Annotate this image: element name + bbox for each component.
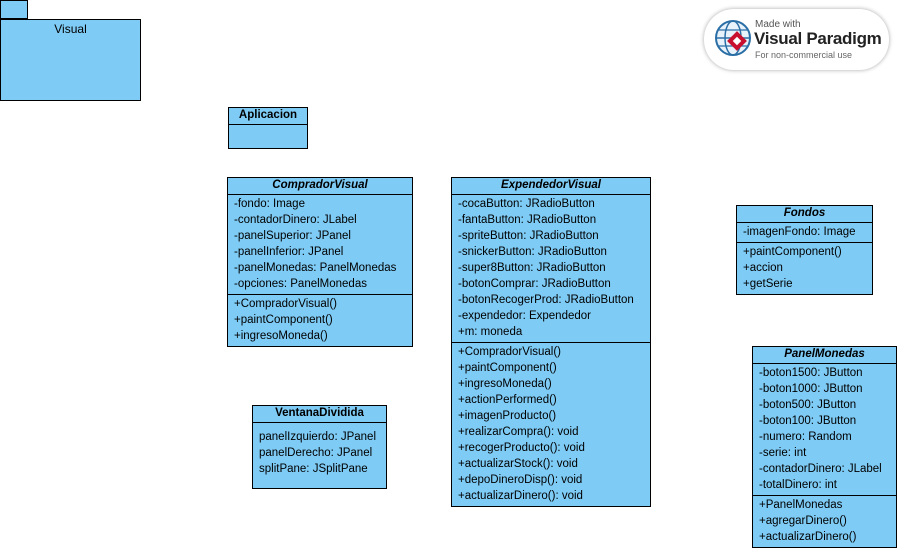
attribute: -fondo: Image bbox=[234, 198, 305, 210]
class-aplicacion[interactable]: Aplicacion bbox=[228, 107, 308, 149]
attribute: -snickerButton: JRadioButton bbox=[458, 246, 607, 258]
attribute: -panelInferior: JPanel bbox=[234, 246, 344, 258]
attribute: -numero: Random bbox=[759, 431, 852, 443]
operations-section: +PanelMonedas +agregarDinero() +actualiz… bbox=[753, 495, 896, 547]
attribute: -botonComprar: JRadioButton bbox=[458, 278, 611, 290]
class-fondos[interactable]: Fondos -imagenFondo: Image +paintCompone… bbox=[736, 205, 873, 295]
attribute: -expendedor: Expendedor bbox=[458, 310, 591, 322]
package-visual[interactable]: Visual bbox=[0, 19, 141, 101]
operation: +accion bbox=[743, 262, 783, 274]
attribute: -panelMonedas: PanelMonedas bbox=[234, 262, 397, 274]
globe-logo-icon bbox=[715, 20, 751, 56]
operation: +imagenProducto() bbox=[458, 410, 557, 422]
attributes-section: panelIzquierdo: JPanel panelDerecho: JPa… bbox=[253, 423, 386, 479]
attribute: -boton1000: JButton bbox=[759, 383, 863, 395]
class-expendedor-visual[interactable]: ExpendedorVisual -cocaButton: JRadioButt… bbox=[451, 177, 651, 507]
operation: +CompradorVisual() bbox=[234, 298, 338, 310]
attribute: -panelSuperior: JPanel bbox=[234, 230, 351, 242]
operation: +getSerie bbox=[743, 278, 793, 290]
operation: +realizarCompra(): void bbox=[458, 426, 579, 438]
operation: +recogerProducto(): void bbox=[458, 442, 585, 454]
class-name: CompradorVisual bbox=[228, 178, 412, 195]
operation: +actionPerformed() bbox=[458, 394, 557, 406]
attribute: -serie: int bbox=[759, 447, 807, 459]
brand-name: Visual Paradigm bbox=[754, 29, 882, 48]
attribute: -super8Button: JRadioButton bbox=[458, 262, 606, 274]
operation: +paintComponent() bbox=[743, 246, 842, 258]
operation: +ingresoMoneda() bbox=[234, 330, 328, 342]
attribute: -boton100: JButton bbox=[759, 415, 857, 427]
operation: +ingresoMoneda() bbox=[458, 378, 552, 390]
operations-section: +paintComponent() +accion +getSerie bbox=[737, 242, 872, 294]
class-comprador-visual[interactable]: CompradorVisual -fondo: Image -contadorD… bbox=[227, 177, 413, 347]
attribute: -imagenFondo: Image bbox=[743, 226, 856, 238]
class-name: VentanaDividida bbox=[253, 406, 386, 423]
class-name: Aplicacion bbox=[229, 108, 307, 125]
attribute: panelDerecho: JPanel bbox=[259, 447, 373, 459]
operation: +paintComponent() bbox=[458, 362, 557, 374]
attribute: -cocaButton: JRadioButton bbox=[458, 198, 595, 210]
attribute: -opciones: PanelMonedas bbox=[234, 278, 367, 290]
attribute: -fantaButton: JRadioButton bbox=[458, 214, 597, 226]
operation: +CompradorVisual() bbox=[458, 346, 562, 358]
made-with-text: Made with bbox=[755, 19, 801, 30]
operation: +depoDineroDisp(): void bbox=[458, 474, 583, 486]
operation: +PanelMonedas bbox=[759, 499, 843, 511]
package-name: Visual bbox=[54, 22, 87, 36]
operations-section: +CompradorVisual() +paintComponent() +in… bbox=[228, 294, 412, 346]
operation: +actualizarDinero(): void bbox=[458, 490, 583, 502]
attribute: splitPane: JSplitPane bbox=[259, 463, 368, 475]
class-ventana-dividida[interactable]: VentanaDividida panelIzquierdo: JPanel p… bbox=[252, 405, 387, 489]
operation: +actualizarDinero() bbox=[759, 531, 857, 543]
attribute: +m: moneda bbox=[458, 326, 523, 338]
attributes-section: -cocaButton: JRadioButton -fantaButton: … bbox=[452, 195, 650, 342]
attributes-section: -boton1500: JButton -boton1000: JButton … bbox=[753, 364, 896, 495]
attribute: -totalDinero: int bbox=[759, 479, 837, 491]
license-note: For non-commercial use bbox=[755, 50, 853, 60]
class-name: ExpendedorVisual bbox=[452, 178, 650, 195]
attribute: -boton500: JButton bbox=[759, 399, 857, 411]
class-name: PanelMonedas bbox=[753, 347, 896, 364]
operation: +agregarDinero() bbox=[759, 515, 847, 527]
class-panel-monedas[interactable]: PanelMonedas -boton1500: JButton -boton1… bbox=[752, 346, 897, 548]
operation: +actualizarStock(): void bbox=[458, 458, 578, 470]
attribute: panelIzquierdo: JPanel bbox=[259, 431, 376, 443]
attribute: -contadorDinero: JLabel bbox=[234, 214, 357, 226]
attribute: -botonRecogerProd: JRadioButton bbox=[458, 294, 634, 306]
attribute: -spriteButton: JRadioButton bbox=[458, 230, 599, 242]
attribute: -boton1500: JButton bbox=[759, 367, 863, 379]
class-name: Fondos bbox=[737, 206, 872, 223]
attributes-section: -fondo: Image -contadorDinero: JLabel -p… bbox=[228, 195, 412, 294]
attribute: -contadorDinero: JLabel bbox=[759, 463, 882, 475]
attributes-section: -imagenFondo: Image bbox=[737, 223, 872, 242]
package-tab bbox=[0, 0, 28, 19]
operation: +paintComponent() bbox=[234, 314, 333, 326]
operations-section: +CompradorVisual() +paintComponent() +in… bbox=[452, 342, 650, 506]
visual-paradigm-watermark: Made with Visual Paradigm For non-commer… bbox=[704, 9, 889, 70]
